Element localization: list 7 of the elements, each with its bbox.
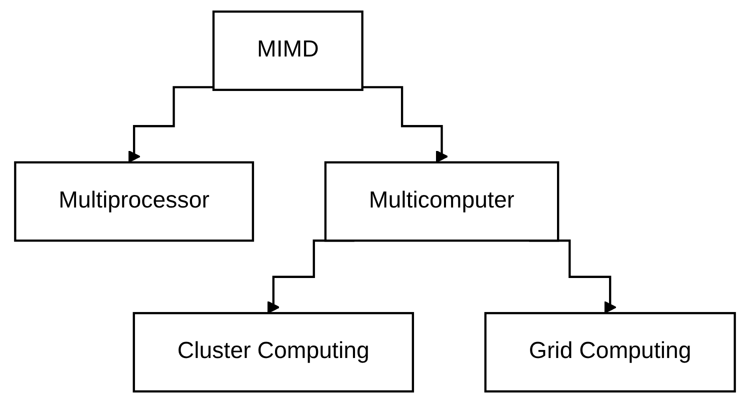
node-box: Multiprocessor	[14, 161, 254, 242]
node-box: Grid Computing	[484, 312, 736, 392]
node-box: Cluster Computing	[132, 312, 414, 392]
arrow	[362, 86, 448, 163]
node-box: Multicomputer	[324, 161, 560, 242]
node-box: MIMD	[212, 10, 364, 91]
arrow	[128, 86, 214, 163]
